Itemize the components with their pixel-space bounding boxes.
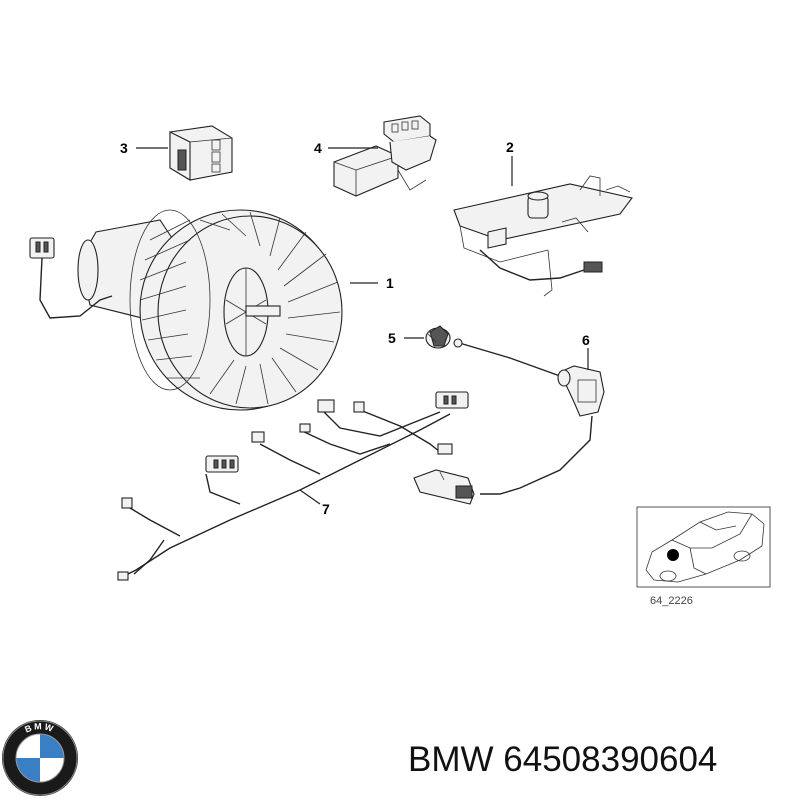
brand-name: BMW	[408, 740, 494, 779]
part-7-wiring-harness	[117, 391, 469, 581]
callout-1: 1	[386, 275, 394, 291]
part-number-caption: BMW 64508390604	[408, 740, 717, 780]
inset-reference-code: 64_2226	[650, 595, 693, 607]
svg-text:BMW: BMW	[23, 721, 56, 734]
location-marker	[667, 549, 679, 561]
vehicle-location-inset	[636, 506, 771, 588]
callout-2: 2	[506, 139, 514, 155]
part-4-control-unit	[333, 115, 437, 197]
part-number: 64508390604	[503, 740, 718, 779]
car-silhouette-icon	[645, 511, 765, 583]
callout-6: 6	[582, 332, 590, 348]
callout-7: 7	[322, 501, 330, 517]
part-2-bracket	[453, 175, 633, 297]
callout-5: 5	[388, 330, 396, 346]
part-6-sensor	[413, 338, 605, 505]
logo-lettering: BMW	[23, 721, 54, 734]
bmw-roundel-icon: BMW	[2, 720, 78, 796]
callout-4: 4	[314, 140, 322, 156]
part-1-blower-motor	[29, 209, 343, 411]
callout-3: 3	[120, 140, 128, 156]
part-5-grommet	[425, 325, 451, 349]
part-3-resistor-block	[169, 125, 233, 181]
